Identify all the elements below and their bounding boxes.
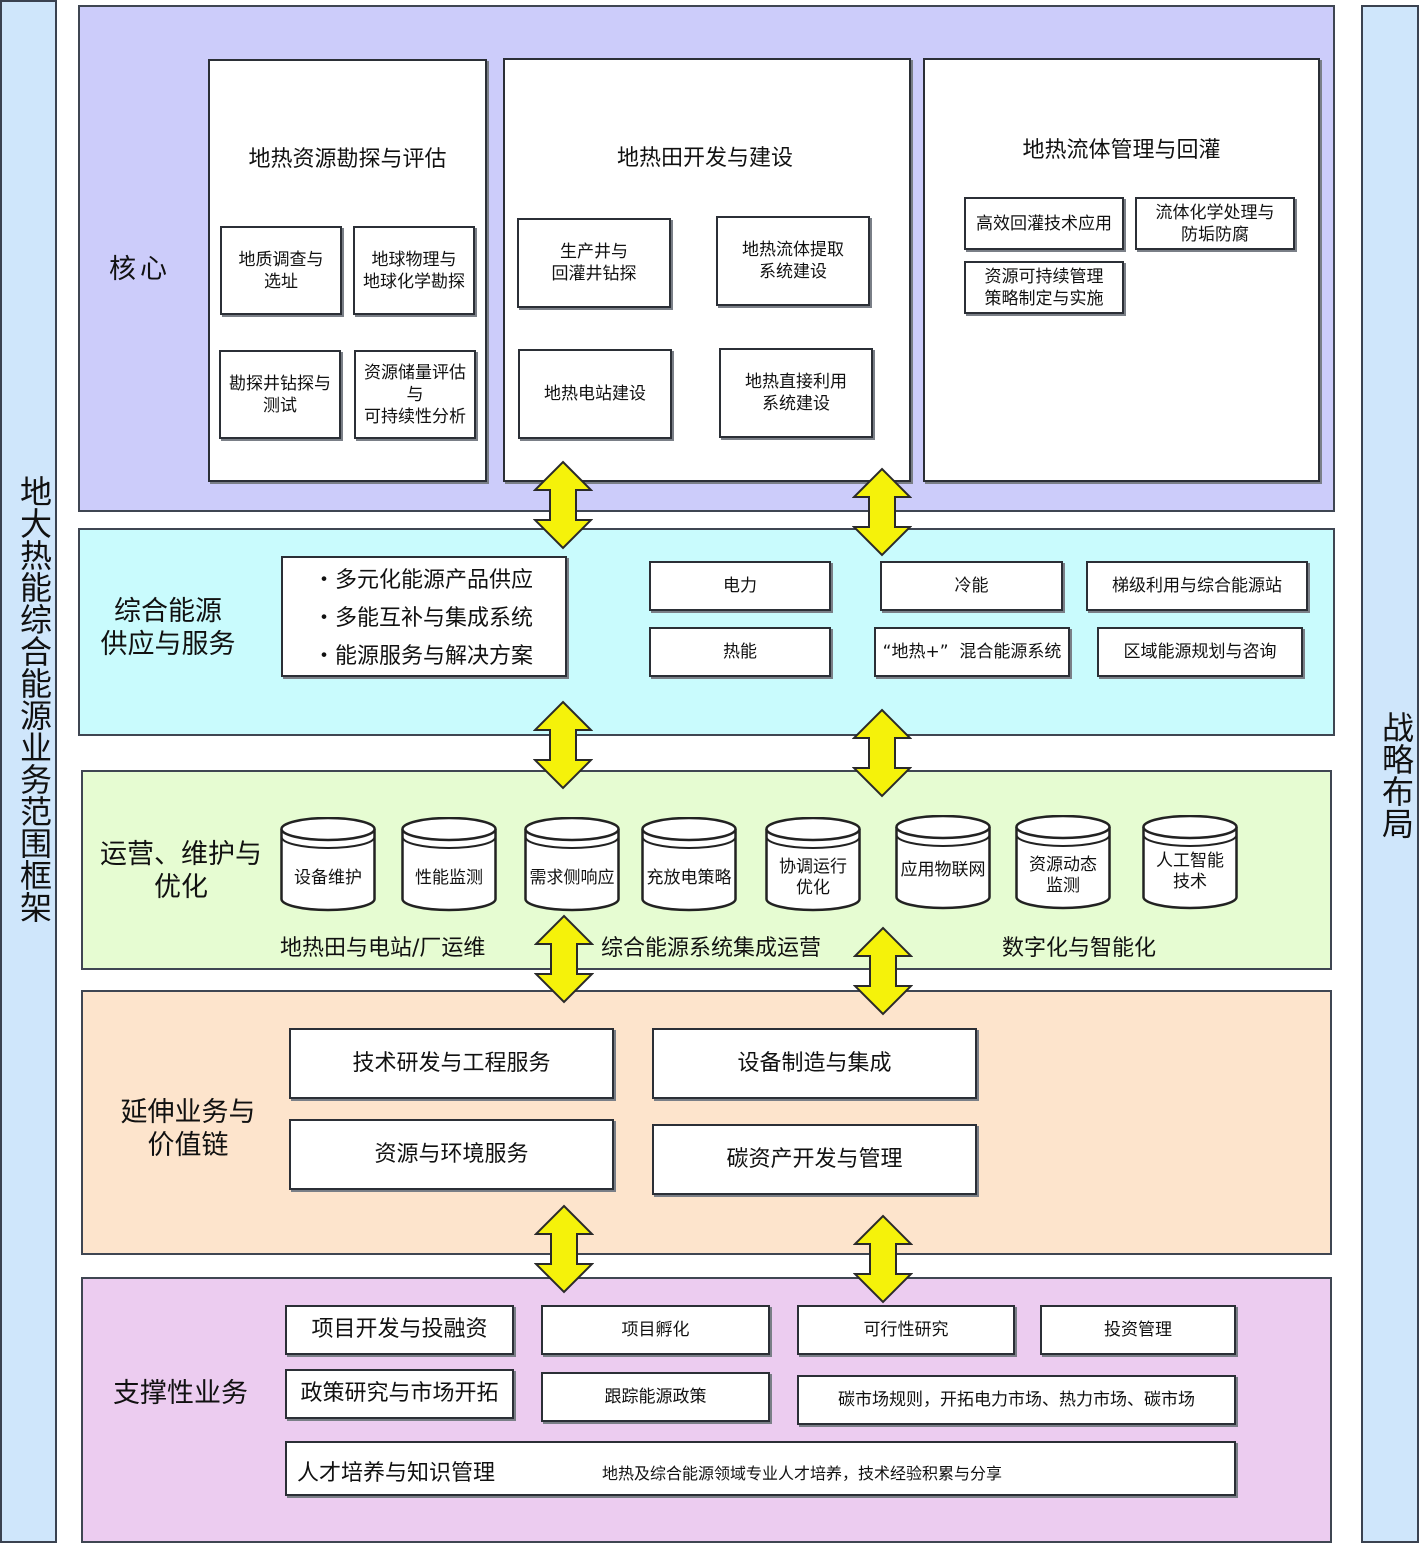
reserve-assessment-box: 资源储量评估 与 可持续性分析 <box>354 350 476 439</box>
cascade-station-box: 梯级利用与综合能源站 <box>1086 561 1308 611</box>
cylinder-performance-monitoring: 性能监测 <box>401 817 497 913</box>
direct-use-box: 地热直接利用 系统建设 <box>719 348 873 438</box>
support-title: 支撑性业务 <box>113 1378 248 1409</box>
fluid-management-title: 地热流体管理与回灌 <box>1022 138 1221 163</box>
double-arrow-icon <box>853 926 913 1016</box>
hybrid-system-box: “地热+” 混合能源系统 <box>874 627 1070 677</box>
bullet-2: ・多能互补与集成系统 <box>313 606 534 631</box>
cylinder-resource-monitoring: 资源动态 监测 <box>1015 815 1111 911</box>
project-incubation-box: 项目孵化 <box>541 1305 770 1355</box>
cylinder-equipment-maintenance: 设备维护 <box>280 817 376 913</box>
double-arrow-icon <box>533 460 593 550</box>
cylinder-ai: 人工智能 技术 <box>1142 815 1238 911</box>
electricity-box: 电力 <box>649 561 831 611</box>
strategy-title: 战略布局 <box>1377 710 1415 839</box>
regional-planning-box: 区域能源规划与咨询 <box>1097 627 1303 677</box>
ops-title: 运营、维护与 优化 <box>100 839 262 903</box>
talent-knowledge-box: 人才培养与知识管理 地热及综合能源领域专业人才培养，技术经验积累与分享 <box>285 1441 1236 1496</box>
fluid-chemistry-box: 流体化学处理与 防垢防腐 <box>1135 197 1295 250</box>
exploration-title: 地热资源勘探与评估 <box>248 147 447 172</box>
power-plant-box: 地热电站建设 <box>518 349 672 439</box>
investment-management-box: 投资管理 <box>1040 1305 1236 1355</box>
extend-title: 延伸业务与 价值链 <box>120 1097 256 1161</box>
double-arrow-icon <box>534 1204 594 1294</box>
policy-market-box: 政策研究与市场开拓 <box>285 1369 514 1419</box>
framework-title: 地大热能综合能源业务范围框架 <box>15 475 53 923</box>
cylinder-coordinated-operation: 协调运行 优化 <box>765 817 861 913</box>
heat-box: 热能 <box>649 627 831 677</box>
geophysics-box: 地球物理与 地球化学勘探 <box>353 226 475 315</box>
sustainable-management-box: 资源可持续管理 策略制定与实施 <box>964 261 1124 314</box>
supply-bullets-box: ・多元化能源产品供应 ・多能互补与集成系统 ・能源服务与解决方案 <box>281 556 567 677</box>
left-side-panel: 地大热能综合能源业务范围框架 <box>0 0 57 1543</box>
bullet-1: ・多元化能源产品供应 <box>313 568 534 593</box>
double-arrow-icon <box>853 1214 913 1304</box>
energy-policy-box: 跟踪能源政策 <box>541 1372 770 1422</box>
reinjection-box: 高效回灌技术应用 <box>964 197 1124 250</box>
core-title: 核心 <box>109 254 171 285</box>
double-arrow-icon <box>852 708 912 798</box>
talent-description: 地热及综合能源领域专业人才培养，技术经验积累与分享 <box>602 1464 1003 1483</box>
project-finance-box: 项目开发与投融资 <box>285 1305 514 1355</box>
well-drilling-box: 生产井与 回灌井钻探 <box>517 218 671 308</box>
carbon-market-box: 碳市场规则，开拓电力市场、热力市场、碳市场 <box>797 1375 1236 1425</box>
talent-label: 人才培养与知识管理 <box>297 1461 496 1486</box>
double-arrow-icon <box>534 914 594 1004</box>
geology-survey-box: 地质调查与 选址 <box>220 226 342 315</box>
feasibility-study-box: 可行性研究 <box>797 1305 1015 1355</box>
ops-caption-field: 地热田与电站/厂运维 <box>280 936 486 961</box>
ops-caption-digital: 数字化与智能化 <box>1002 936 1157 961</box>
bullet-3: ・能源服务与解决方案 <box>313 644 534 669</box>
right-side-panel: 战略布局 <box>1361 5 1419 1543</box>
cylinder-iot: 应用物联网 <box>895 815 991 911</box>
tech-rd-box: 技术研发与工程服务 <box>289 1028 614 1099</box>
cylinder-charge-strategy: 充放电策略 <box>641 817 737 913</box>
cylinder-demand-response: 需求侧响应 <box>524 817 620 913</box>
exploration-well-box: 勘探井钻探与 测试 <box>219 350 341 439</box>
carbon-asset-box: 碳资产开发与管理 <box>652 1124 977 1195</box>
fluid-extraction-box: 地热流体提取 系统建设 <box>716 216 870 306</box>
supply-title: 综合能源 供应与服务 <box>100 596 236 660</box>
double-arrow-icon <box>533 700 593 790</box>
double-arrow-icon <box>852 467 912 557</box>
equipment-manufacturing-box: 设备制造与集成 <box>652 1028 977 1099</box>
cooling-box: 冷能 <box>880 561 1063 611</box>
development-title: 地热田开发与建设 <box>616 146 793 171</box>
ops-caption-integration: 综合能源系统集成运营 <box>601 936 822 961</box>
resource-environment-box: 资源与环境服务 <box>289 1119 614 1190</box>
